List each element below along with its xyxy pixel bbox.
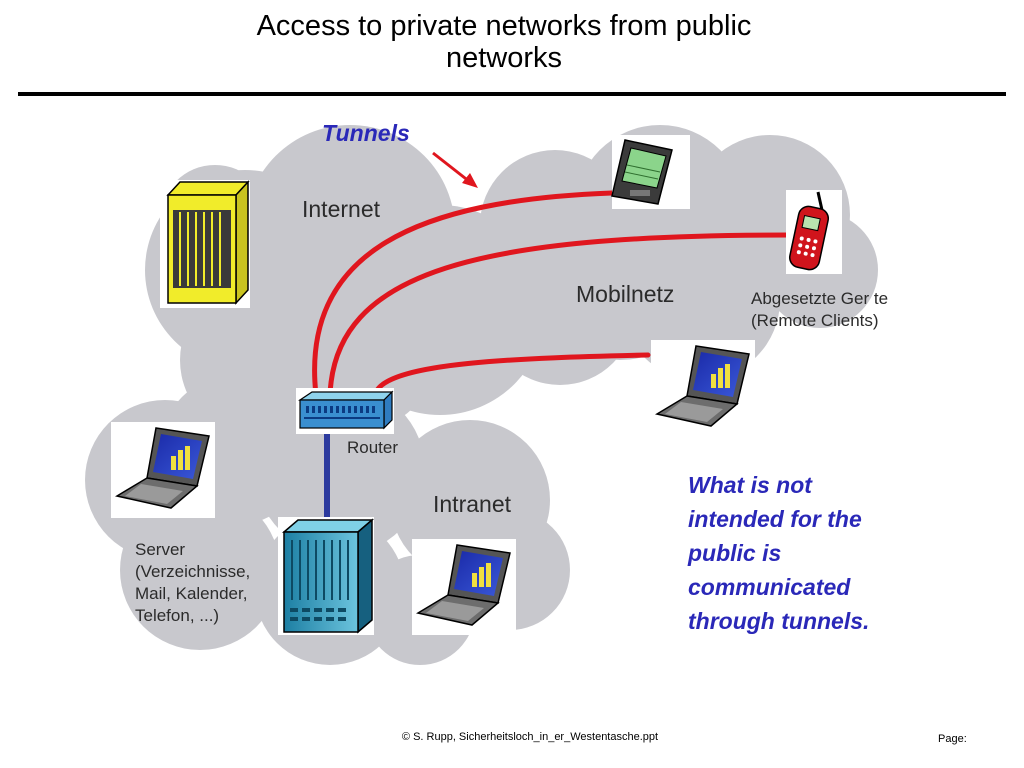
server-line-2: (Verzeichnisse, [135,562,251,581]
server-line-3: Mail, Kalender, [135,584,248,603]
title-divider [18,92,1006,96]
tunnel-to-pda [312,190,615,398]
intranet-label: Intranet [433,491,511,517]
mobile-phone-icon [786,190,842,274]
note-line-3: public is [688,540,782,566]
note-line-1: What is not [688,472,812,498]
server-teal-icon [278,517,375,635]
server-line-4: Telefon, ...) [135,606,220,625]
title-line-2: networks [445,42,563,74]
router-icon [296,388,394,434]
remote-clients-label: Abgesetzte Ger te (Remote Clients) [751,288,888,332]
tunnels-label: Tunnels [322,120,410,146]
footer-page: Page: [938,733,967,745]
server-label: Server (Verzeichnisse, Mail, Kalender, T… [135,539,250,627]
mobilnetz-label: Mobilnetz [576,281,675,307]
pda-icon [611,135,690,209]
internet-label: Internet [302,196,380,222]
tunnel-lines [312,190,793,398]
laptop-icon [412,539,516,635]
router-label: Router [347,438,399,457]
tunnel-note: What is not intended for the public is c… [688,468,938,638]
remote-clients-line-2: (Remote Clients) [751,311,879,330]
laptop-icon [111,422,215,518]
footer-copyright: © S. Rupp, Sicherheitsloch_in_er_Westent… [401,731,659,743]
server-line-1: Server [135,540,186,559]
tunnel-to-phone [327,232,793,398]
note-line-4: communicated [688,574,851,600]
remote-clients-line-1: Abgesetzte Ger te [751,289,889,308]
title-line-1: Access to private networks from public [256,10,752,42]
server-yellow-icon [160,180,250,308]
laptop-icon [651,340,755,436]
tunnels-arrow [432,151,478,188]
slide-title: Access to private networks from public n… [0,10,1008,74]
note-line-5: through tunnels. [688,608,870,634]
note-line-2: intended for the [688,506,862,532]
tunnel-to-laptop [373,352,651,395]
